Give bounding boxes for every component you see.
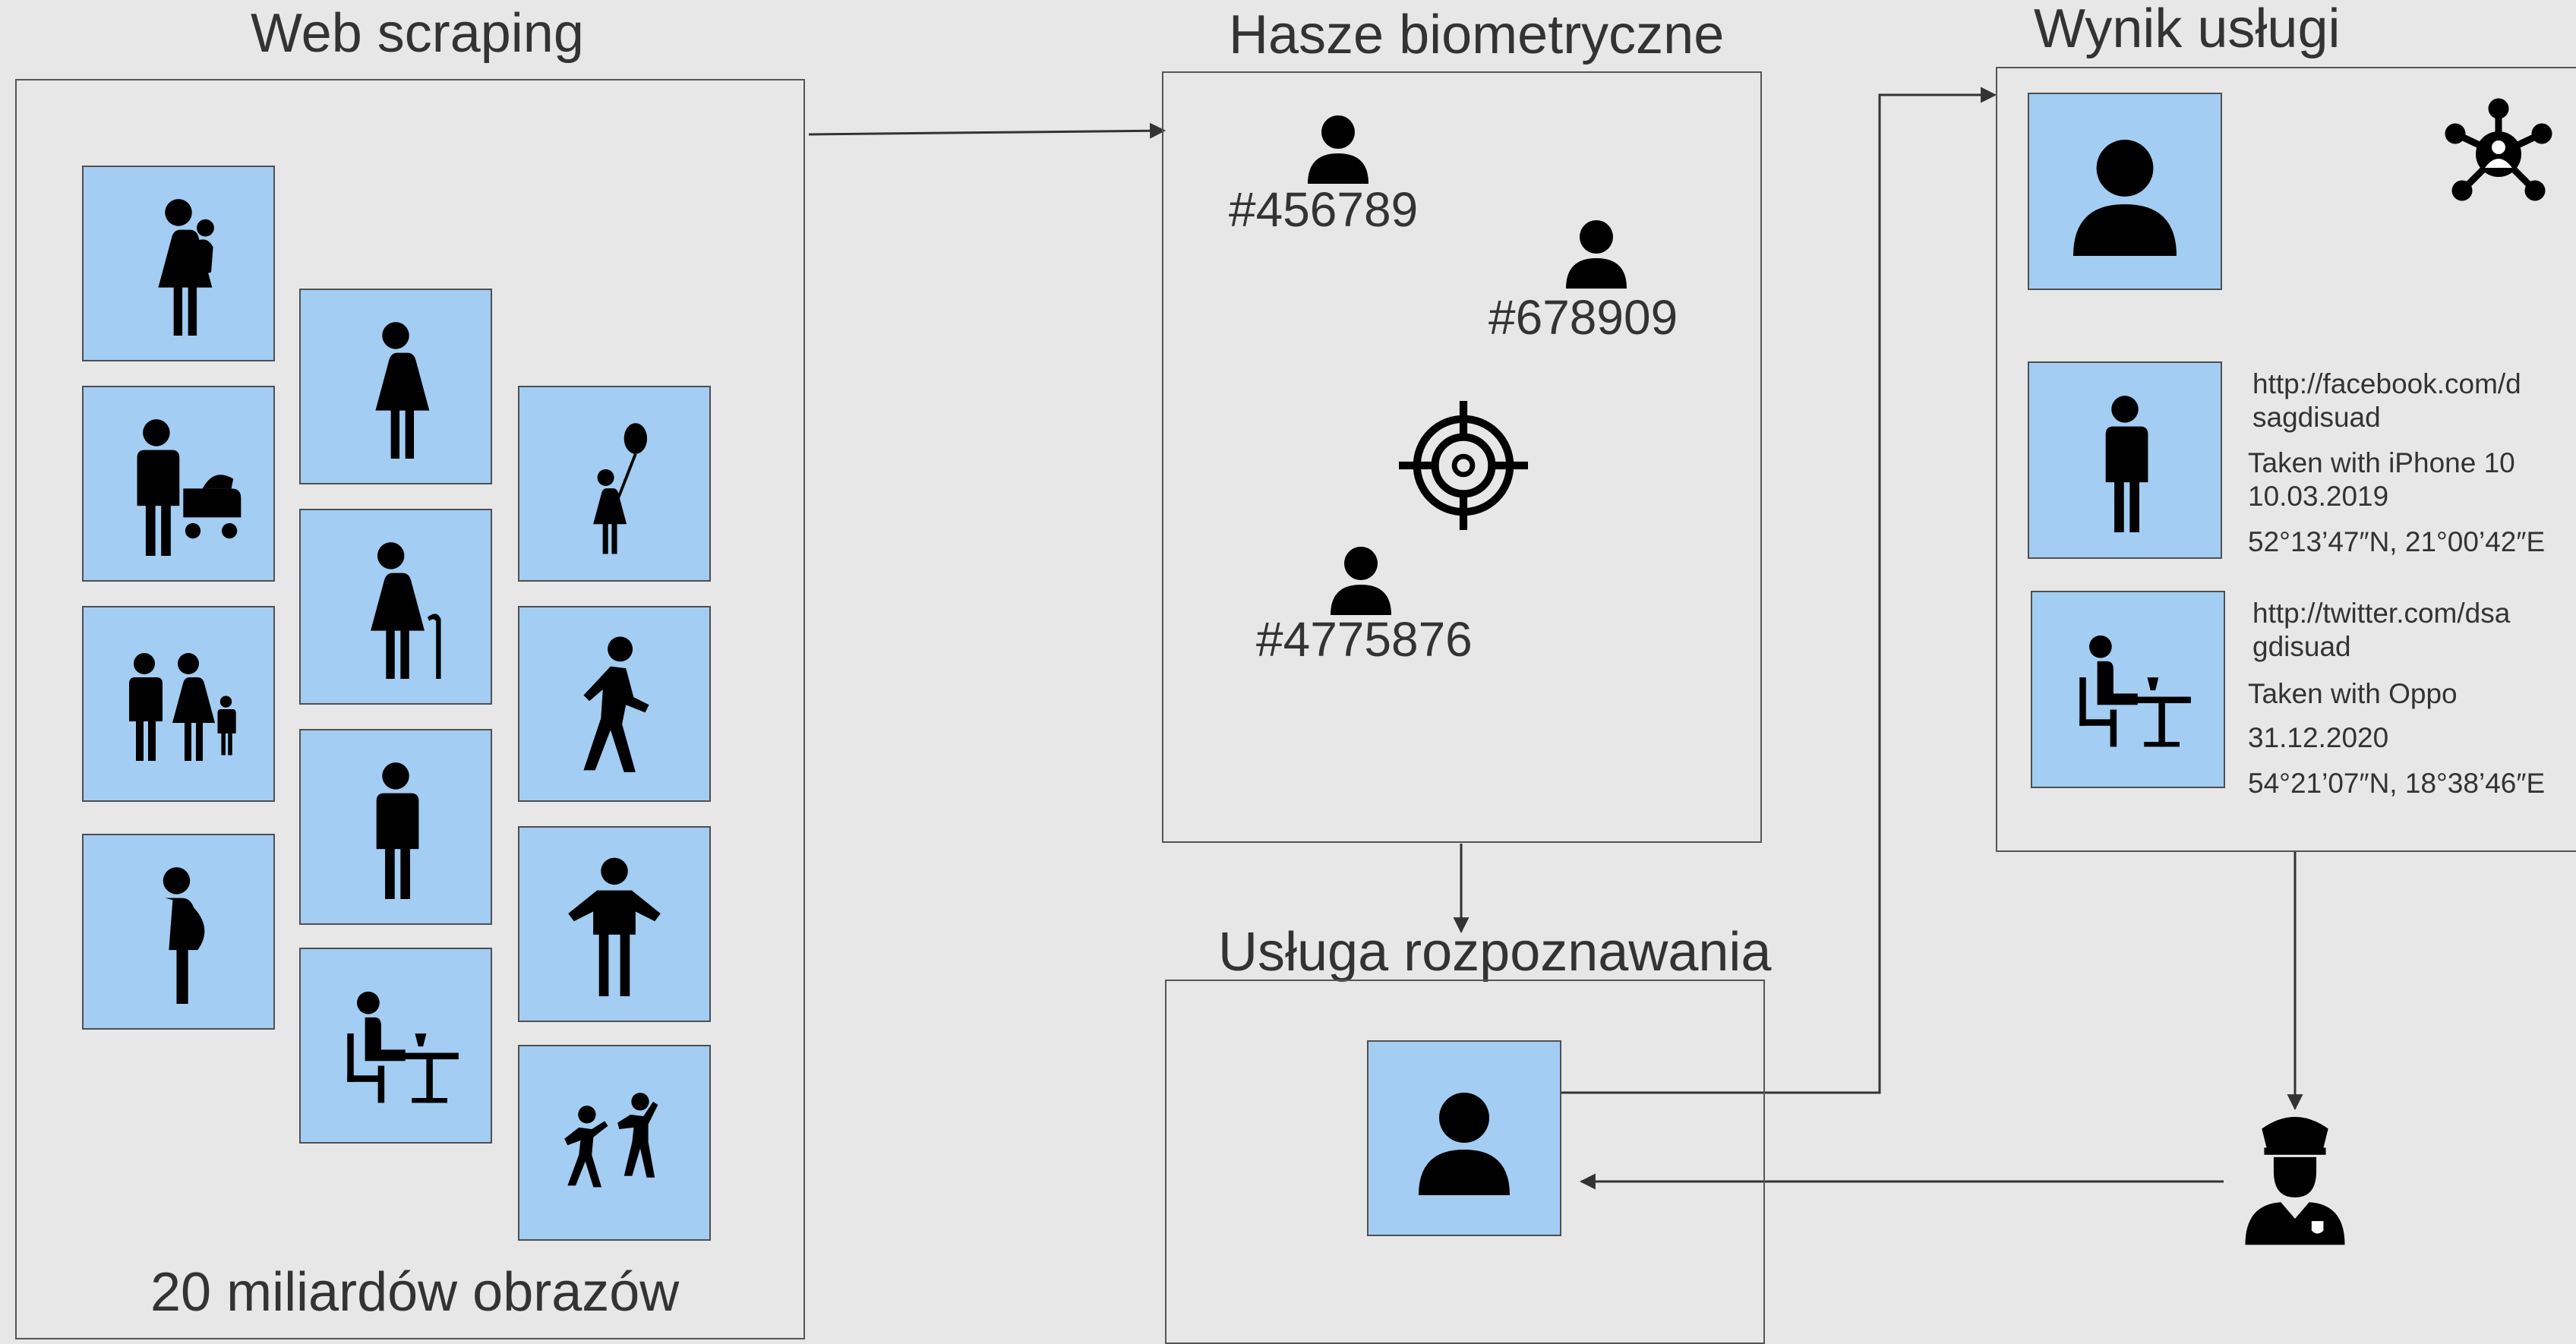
result-date: 10.03.2019 <box>2248 481 2389 512</box>
elderly-woman-icon <box>371 542 441 679</box>
result-coords: 52°13’47″N, 21°00’42″E <box>2248 526 2546 557</box>
arrow-scraping-to-hashes <box>808 122 1166 139</box>
network-icon <box>2445 98 2552 201</box>
result-title: Wynik usługi <box>2034 0 2341 59</box>
result-panel <box>1996 67 2576 852</box>
hash-value: #678909 <box>1488 290 1678 345</box>
user-icon <box>1331 547 1391 615</box>
result-query-tile <box>2028 93 2222 290</box>
result-device: Taken with Oppo <box>2248 678 2458 709</box>
hash-value: #4775876 <box>1256 612 1473 667</box>
family-icon <box>129 653 236 761</box>
man-icon <box>376 762 419 899</box>
tile-man <box>299 729 492 925</box>
hashes-panel <box>1162 71 1762 843</box>
images-count-caption: 20 miliardów obrazów <box>150 1262 680 1323</box>
tile-mother-with-baby <box>82 166 275 361</box>
mother-with-baby-icon <box>158 199 214 336</box>
result-url-line: sagdisuad <box>2252 401 2381 433</box>
result-date: 31.12.2020 <box>2248 722 2389 753</box>
hashes-title: Hasze biometryczne <box>1229 5 1725 65</box>
shrugging-person-icon <box>568 857 661 996</box>
person-at-table-icon <box>347 991 459 1103</box>
recognition-title: Usługa rozpoznawania <box>1218 922 1772 983</box>
person-at-table-icon <box>2079 635 2191 747</box>
tile-person-at-table <box>299 948 492 1144</box>
user-icon <box>1566 220 1627 289</box>
woman-icon <box>375 322 430 459</box>
child-with-balloon-icon <box>593 423 648 554</box>
result-url-line: http://twitter.com/dsa <box>2252 598 2511 629</box>
user-icon <box>1419 1093 1510 1195</box>
tile-pregnant-woman <box>82 834 275 1030</box>
tile-shrugging-person <box>518 826 711 1022</box>
hash-value: #456789 <box>1229 182 1419 237</box>
result-match-tile <box>2028 361 2222 559</box>
man-icon <box>2105 396 2148 532</box>
result-coords: 54°21’07″N, 18°38’46″E <box>2248 768 2546 799</box>
result-url[interactable]: http://facebook.com/d sagdisuad <box>2252 368 2521 434</box>
tile-child-with-balloon <box>518 386 711 582</box>
web-scraping-title: Web scraping <box>251 3 584 64</box>
pregnant-woman-icon <box>163 867 205 1004</box>
result-device: Taken with iPhone 10 <box>2248 447 2515 478</box>
user-icon <box>2073 140 2177 256</box>
police-officer-icon <box>2245 1116 2345 1245</box>
result-url[interactable]: http://twitter.com/dsa gdisuad <box>2252 597 2510 663</box>
result-url-line: gdisuad <box>2252 630 2351 662</box>
recognition-query-tile <box>1367 1040 1561 1236</box>
dancing-people-icon <box>564 1093 658 1188</box>
tile-family <box>82 606 275 802</box>
tile-woman <box>299 289 492 484</box>
result-match-tile <box>2031 591 2225 788</box>
user-icon <box>1308 115 1368 184</box>
result-url-line: http://facebook.com/d <box>2252 368 2521 399</box>
tile-dancing-people <box>518 1045 711 1241</box>
crosshair-icon <box>1399 401 1528 530</box>
tile-walking-person <box>518 606 711 802</box>
tile-father-with-stroller <box>82 386 275 582</box>
tile-elderly-woman <box>299 509 492 705</box>
walking-person-icon <box>583 636 649 772</box>
father-with-stroller-icon <box>137 419 242 556</box>
